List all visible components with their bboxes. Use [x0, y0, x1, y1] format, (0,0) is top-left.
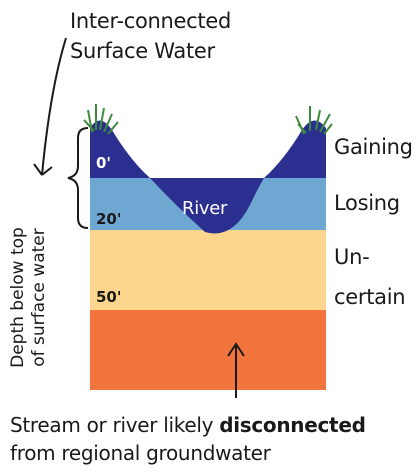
top-label-line-2: Surface Water [70, 39, 215, 63]
y-axis-title-line-1: Depth below top [8, 227, 28, 368]
caption-line-1: Stream or river likely disconnected [10, 411, 366, 439]
status-losing: Losing [334, 191, 400, 215]
layer-gaining-right [264, 120, 326, 178]
curly-bracket [67, 127, 89, 229]
depth-50: 50' [96, 288, 122, 306]
caption-before: Stream or river likely [10, 413, 220, 437]
y-axis-title-line-2: of surface water [29, 228, 49, 367]
pointer-arrowhead [33, 163, 53, 176]
depth-0: 0' [96, 154, 112, 172]
interconnected-surface-water-label: Inter-connected Surface Water [70, 6, 231, 66]
status-uncertain-line-1: Un- [334, 245, 370, 269]
status-uncertain-line-2: certain [334, 285, 406, 309]
river-channel [150, 178, 264, 234]
river-label: River [182, 198, 228, 219]
y-axis-title: Depth below top of surface water [8, 215, 50, 380]
up-arrow-head [227, 342, 245, 357]
caption-line-2: from regional groundwater [10, 441, 271, 465]
layer-gaining [90, 120, 150, 178]
top-label-line-1: Inter-connected [70, 9, 231, 33]
layer-disconnected [90, 310, 326, 390]
layer-uncertain [90, 230, 326, 310]
grass-right-icon [295, 106, 333, 135]
depth-20: 20' [96, 210, 122, 228]
grass-left-icon [83, 104, 119, 135]
pointer-curve [41, 37, 67, 176]
status-gaining: Gaining [334, 135, 413, 159]
caption-bold: disconnected [219, 413, 366, 437]
bottom-caption: Stream or river likely disconnected from… [10, 411, 366, 467]
